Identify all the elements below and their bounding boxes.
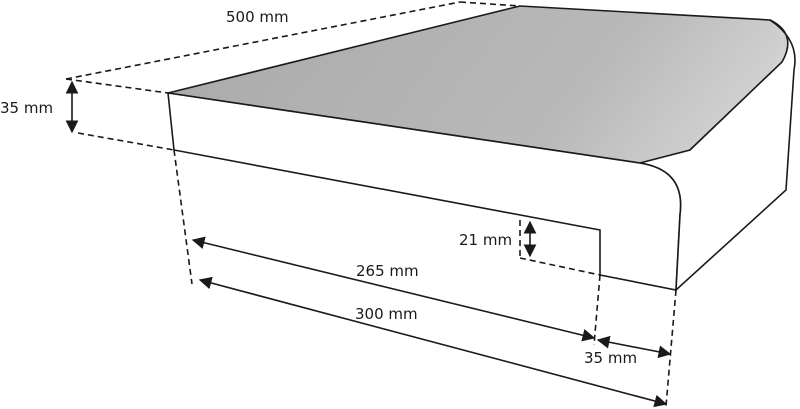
- dash-nose-down: [665, 289, 677, 407]
- label-total-depth: 300 mm: [355, 305, 418, 323]
- dash-step-down: [593, 274, 601, 346]
- label-step-height: 21 mm: [459, 231, 512, 249]
- dash-step: [519, 257, 601, 276]
- tread-end-face: [639, 19, 796, 292]
- dash-top-left: [65, 78, 169, 94]
- dash-bottom-left: [77, 132, 175, 151]
- label-inner-depth: 265 mm: [356, 262, 419, 280]
- dash-top-back2: [459, 1, 521, 7]
- arrow-inner-depth: [191, 236, 596, 342]
- arrow-nose: [596, 335, 672, 359]
- label-length: 500 mm: [226, 8, 289, 26]
- dash-top-back: [65, 1, 461, 80]
- label-thickness: 35 mm: [0, 99, 53, 117]
- label-nose: 35 mm: [584, 349, 637, 367]
- dash-front-down: [173, 149, 193, 285]
- arrow-total-depth: [198, 276, 668, 408]
